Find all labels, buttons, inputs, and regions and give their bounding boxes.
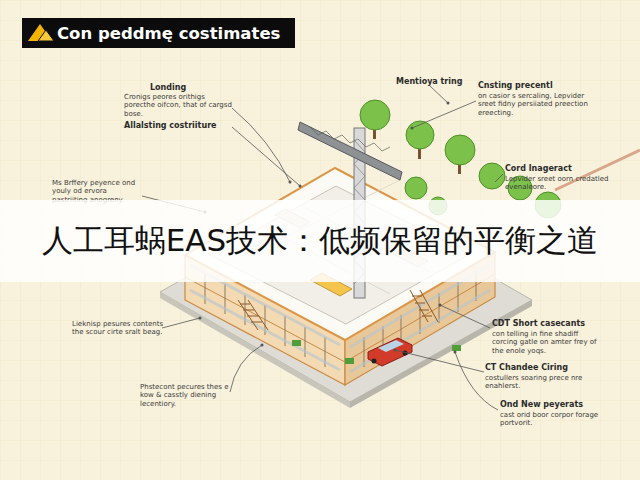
- callout-text: on casior s sercaling, Lepvider sreet fi…: [478, 92, 590, 117]
- callout-heading: Cord lnageract: [505, 165, 605, 173]
- callout-text: cast orid boor corpor forage portvorit.: [500, 411, 604, 428]
- callout-text: con telling in fine shadiff corcing gatl…: [492, 330, 604, 355]
- car: [368, 338, 412, 366]
- car-window: [378, 340, 404, 352]
- stairs: [238, 300, 268, 330]
- crane-jib: [298, 122, 402, 180]
- callout-heading: CDT Short casecants: [492, 320, 604, 328]
- callout-heading: Allalsting costriiture: [124, 122, 234, 130]
- callout-heading: Cnsting precentl: [478, 82, 588, 90]
- callout-heading: CT Chandee Ciring: [485, 364, 595, 372]
- shrub: [452, 345, 461, 351]
- title-band: 人工耳蜗EAS技术：低频保留的平衡之道: [0, 200, 640, 282]
- header-text: Con peddmę costimates: [57, 24, 280, 43]
- shrub: [345, 358, 354, 364]
- wheel: [372, 359, 377, 364]
- callout-text: Lieknisp pesures contents the scour cirt…: [72, 320, 164, 337]
- callout-text: Lepvider sreet oorn credatled evenaleore…: [505, 175, 609, 192]
- callout-text: costullers soaring prece nre enahlerst.: [485, 374, 595, 391]
- jib-lattice: [310, 127, 390, 151]
- stairs: [410, 290, 438, 322]
- header-box: Con peddmę costimates: [22, 18, 295, 48]
- callout-text: Phstecont pecures thes e kow & casstly d…: [140, 383, 232, 408]
- callout-heading: Ond New peyerats: [500, 401, 600, 409]
- callout-heading: Londing: [150, 84, 230, 92]
- banner-title: 人工耳蜗EAS技术：低频保留的平衡之道: [42, 220, 598, 262]
- callout-text: Cronigs peores orithigs porecthe oifcon,…: [124, 93, 232, 118]
- shrub: [292, 340, 301, 346]
- callout-heading: Mentioya tring: [396, 78, 476, 86]
